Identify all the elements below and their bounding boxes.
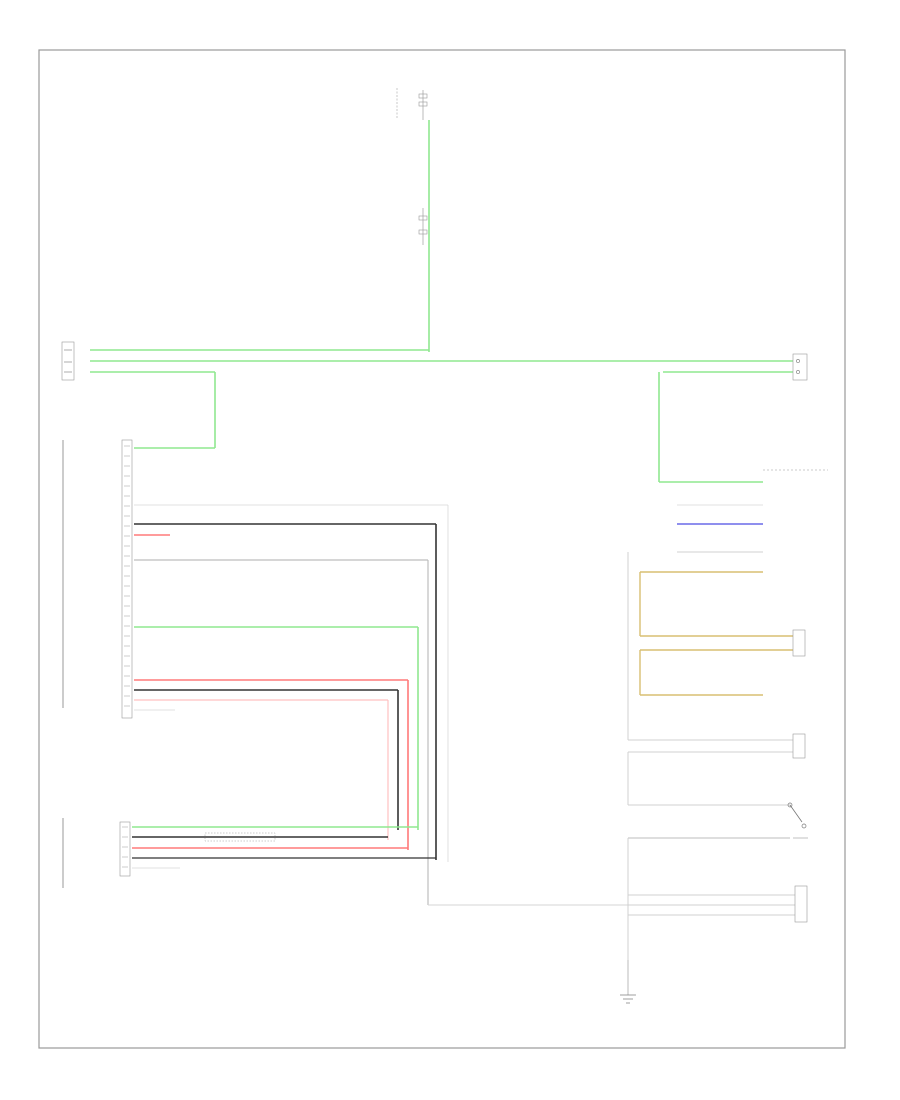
lower-module: [62, 818, 131, 888]
lower-module-pins: [122, 826, 128, 868]
bus-wires: [90, 349, 793, 483]
switch-icon: [787, 802, 808, 839]
right-top-connector: [792, 353, 808, 381]
right-side-wiring: [627, 504, 795, 960]
main-connector: [61, 341, 75, 381]
top-fuse-block: [396, 88, 428, 245]
ground-icon: [620, 960, 636, 1004]
left-module: [62, 439, 133, 719]
left-module-wiring: [134, 504, 750, 906]
diagram-frame: [38, 49, 846, 1049]
right-small-connectors: [792, 629, 808, 923]
lower-module-wiring: [132, 826, 436, 869]
left-module-pins: [124, 445, 130, 707]
